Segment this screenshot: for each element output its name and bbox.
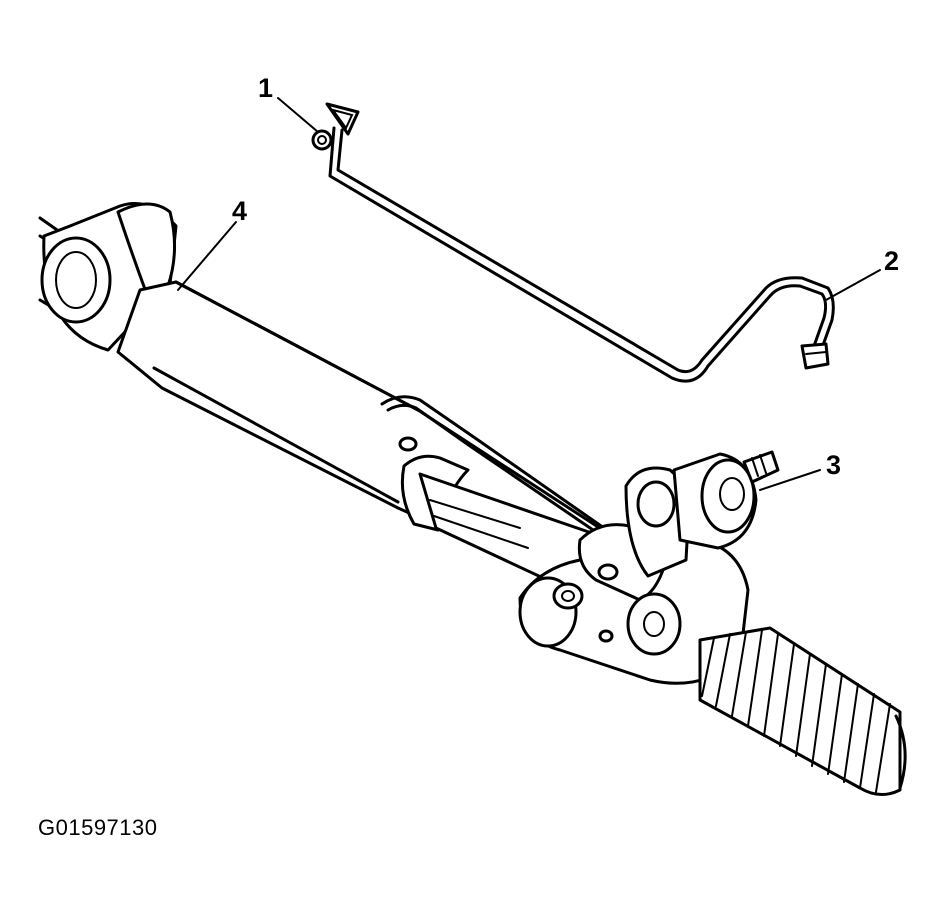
callout-3: 3 [826, 450, 841, 480]
bellows-boot [698, 626, 907, 796]
callout-4: 4 [232, 196, 247, 226]
leader-lines [177, 97, 881, 491]
figure-id: G01597130 [38, 815, 158, 840]
rack-housing [38, 202, 614, 586]
hydraulic-line [311, 102, 835, 383]
valve-housing [518, 450, 780, 685]
callout-1: 1 [258, 73, 273, 103]
callout-2: 2 [884, 246, 899, 276]
